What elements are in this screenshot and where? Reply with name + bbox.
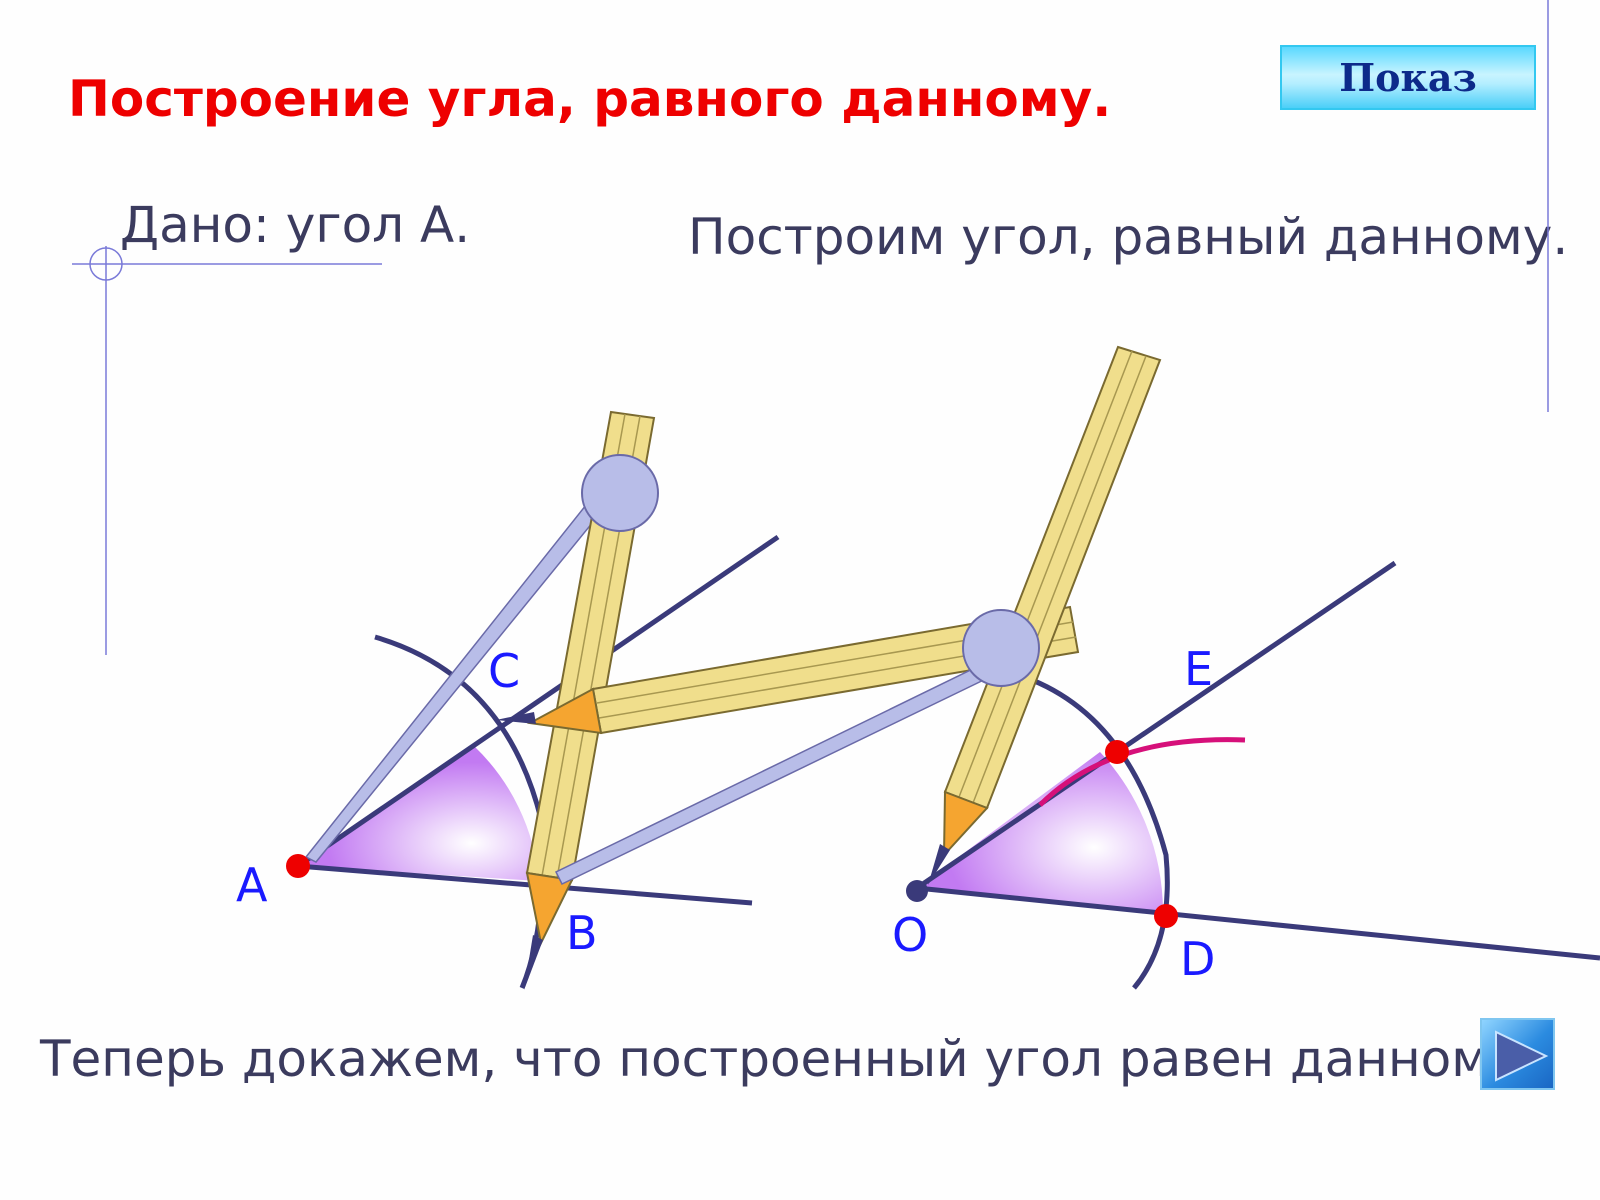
point-e [1105, 740, 1129, 764]
label-d: D [1180, 932, 1215, 986]
ray-ab [297, 863, 753, 906]
decorative-lines [72, 0, 1549, 655]
next-slide-button[interactable] [1480, 1018, 1555, 1090]
compass-2-hinge [962, 609, 1040, 687]
arc-de [1031, 677, 1170, 990]
angle-o-sector [917, 752, 1163, 911]
point-a [286, 854, 310, 878]
ray-ac [296, 534, 780, 869]
given-text: Дано: угол А. [120, 196, 471, 254]
conclusion-text: Теперь докажем, что построенный угол рав… [40, 1030, 1535, 1088]
construct-text: Построим угол, равный данному. [688, 208, 1569, 266]
label-c: C [488, 644, 520, 698]
page-title: Построение угла, равного данному. [68, 70, 1112, 128]
label-a: A [236, 858, 268, 912]
point-o [906, 880, 928, 902]
ray-oe [915, 560, 1397, 891]
play-arrow-icon [1495, 1030, 1549, 1082]
label-b: B [566, 906, 598, 960]
compass-1-hinge [581, 454, 659, 532]
show-button[interactable]: Показ [1280, 45, 1536, 110]
point-d [1154, 904, 1178, 928]
label-o: O [892, 908, 928, 962]
label-e: E [1184, 642, 1213, 696]
angle-a-sector [298, 746, 539, 881]
ray-od [916, 885, 1600, 961]
show-button-label: Показ [1339, 55, 1477, 100]
